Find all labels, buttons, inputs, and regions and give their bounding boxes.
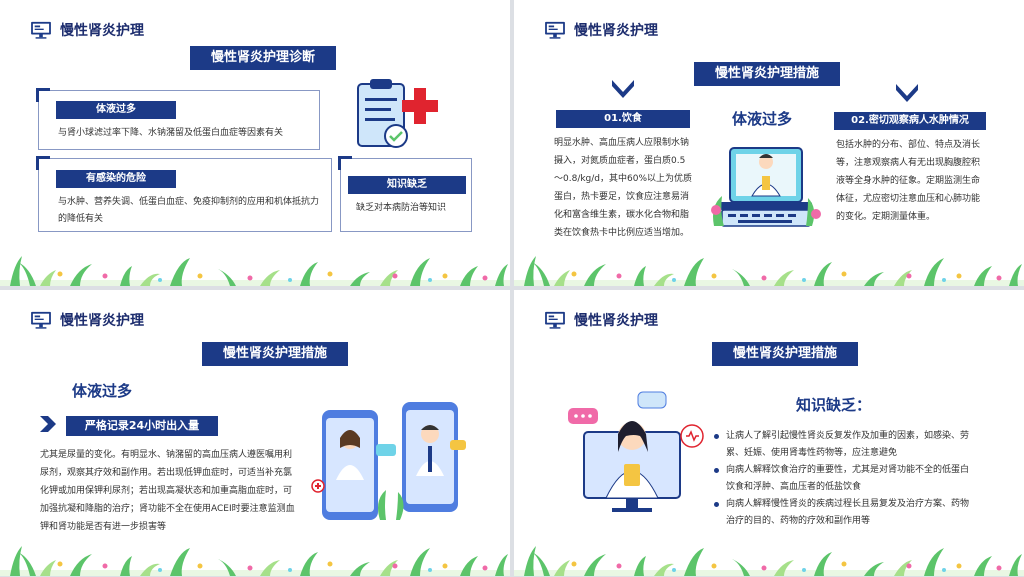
knowledge-list: 让病人了解引起慢性肾炎反复发作及加重的因素，如感染、劳累、妊娠、使用肾毒性药物等… [712,428,974,530]
doctor-icon [568,391,704,512]
chip-knowledge-lack: 知识缺乏 [348,176,466,194]
box-corner [36,88,50,102]
slide-3[interactable]: 慢性肾炎护理 慢性肾炎护理措施 体液过多 严格记录24小时出入量 尤其是尿量的变… [0,290,510,576]
nurse-icon [311,402,466,520]
monitor-icon [30,21,52,39]
list-item: 向病人解释饮食治疗的重要性，尤其是对肾功能不全的低蛋白饮食和浮肿、高血压者的低盐… [712,462,974,496]
slide-1[interactable]: 慢性肾炎护理 慢性肾炎护理诊断 体液过多 与肾小球滤过率下降、水钠潴留及低蛋白血… [0,0,510,286]
header-title: 慢性肾炎护理 [60,23,144,39]
slide-banner: 慢性肾炎护理措施 [694,62,840,86]
slide-header: 慢性肾炎护理 [544,310,658,330]
slide-header: 慢性肾炎护理 [30,310,144,330]
slide-4[interactable]: 慢性肾炎护理 慢性肾炎护理措施 知识缺乏： 让病人了解引起慢性肾炎反复发作及加重… [514,290,1024,576]
monitor-icon [544,311,566,329]
section-title: 体液过多 [72,382,133,400]
box2-text: 与水肿、营养失调、低蛋白血症、免疫抑制剂的应用和机体抵抗力的降低有关 [58,197,320,224]
slide-header: 慢性肾炎护理 [544,20,658,40]
center-title: 体液过多 [732,110,793,128]
chip-observe-edema: 02.密切观察病人水肿情况 [834,112,986,130]
chip-diet: 01.饮食 [556,110,690,128]
monitor-icon [30,311,52,329]
diet-text: 明显水肿、高血压病人应限制水钠摄入，对氮质血症者，蛋白质0.5～0.8/kg/d… [554,138,693,238]
slide-banner: 慢性肾炎护理诊断 [190,46,336,70]
chevron-down-icon [612,80,634,98]
slide-banner: 慢性肾炎护理措施 [202,342,348,366]
observe-text: 包括水肿的分布、部位、特点及消长等，注意观察病人有无出现胸腹腔积液等全身水肿的征… [836,140,981,222]
list-item: 向病人解释慢性肾炎的疾病过程长且易复发及治疗方案、药物治疗的目的、药物的疗效和副… [712,496,974,530]
medical-cross-icon [402,88,438,124]
section-title: 知识缺乏： [796,396,872,414]
heart-icon [680,424,704,448]
box-corner [36,156,50,170]
box3-text: 缺乏对本病防治等知识 [356,203,447,213]
doctor-icon [711,147,821,227]
list-item: 让病人了解引起慢性肾炎反复发作及加重的因素，如感染、劳累、妊娠、使用肾毒性药物等… [712,428,974,462]
diagnosis-box-fluid [38,90,320,150]
grass-decoration [0,542,510,576]
record-text: 尤其是尿量的变化。有明显水、钠潴留的高血压病人遵医嘱用利尿剂，观察其疗效和副作用… [40,450,295,532]
grass-decoration [0,252,510,286]
header-title: 慢性肾炎护理 [60,313,144,329]
header-title: 慢性肾炎护理 [574,313,658,329]
box1-text: 与肾小球滤过率下降、水钠潴留及低蛋白血症等因素有关 [58,128,284,138]
clipboard-icon [357,79,438,148]
slide-banner: 慢性肾炎护理措施 [712,342,858,366]
grass-decoration [514,252,1024,286]
diagnosis-box-infection [38,158,332,232]
chip-infection-risk: 有感染的危险 [56,170,176,188]
chevron-right-icon [40,416,56,432]
header-title: 慢性肾炎护理 [574,23,658,39]
grass-decoration [514,542,1024,576]
monitor-icon [544,21,566,39]
chevron-down-icon [896,84,918,102]
box-corner [338,156,352,170]
chip-record-intake: 严格记录24小时出入量 [66,416,218,436]
slide-header: 慢性肾炎护理 [30,20,144,40]
diagnosis-box-knowledge [340,158,472,232]
chip-fluid-excess: 体液过多 [56,101,176,119]
slide-2[interactable]: 慢性肾炎护理 慢性肾炎护理措施 01.饮食 明显水肿、高血压病人应限制水钠摄入，… [514,0,1024,286]
